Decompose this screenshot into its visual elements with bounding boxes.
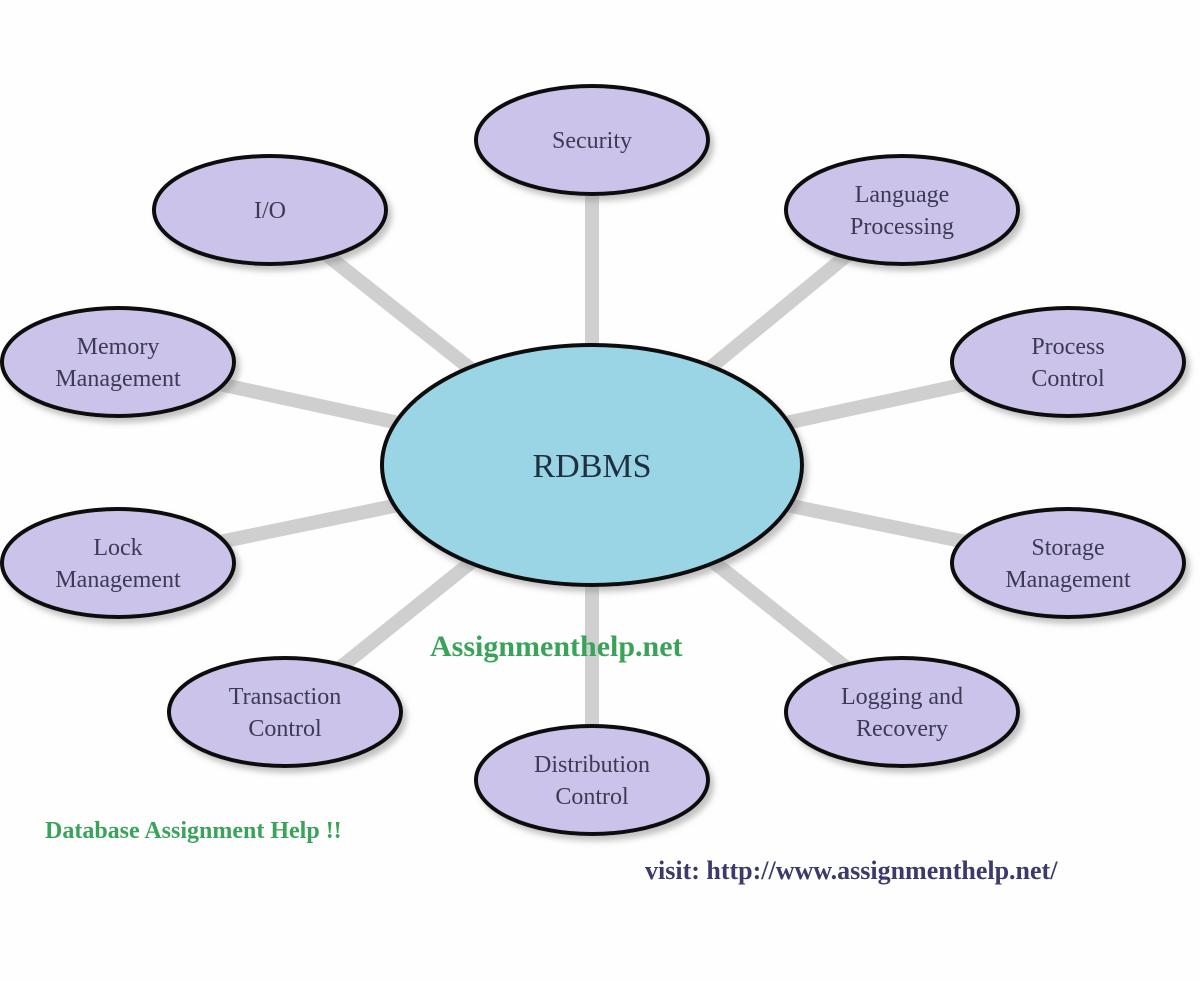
node-ellipse	[167, 656, 403, 768]
node-label: Processing	[850, 214, 954, 240]
node-ellipse	[784, 656, 1020, 768]
node-ellipse	[474, 724, 710, 836]
node-label: Process	[1031, 334, 1104, 360]
node-ellipse	[950, 507, 1186, 619]
node-label: Control	[1031, 366, 1105, 392]
tagline-watermark: Database Assignment Help !!	[45, 818, 342, 844]
node-label: Language	[855, 182, 950, 208]
node-ellipse	[474, 84, 710, 196]
node-ellipse	[152, 154, 388, 266]
node-label: Lock	[93, 535, 142, 561]
center-node: RDBMS	[380, 343, 804, 587]
node-label: Security	[552, 128, 632, 154]
node-label: Management	[55, 567, 181, 593]
node-i-o: I/O	[152, 154, 388, 266]
node-label: I/O	[254, 198, 286, 224]
node-label: Storage	[1031, 535, 1104, 561]
node-label: Recovery	[856, 716, 948, 742]
site-watermark: Assignmenthelp.net	[430, 630, 683, 663]
node-label: Control	[248, 716, 322, 742]
visit-url-watermark: visit: http://www.assignmenthelp.net/	[645, 856, 1058, 885]
node-label: Management	[1005, 567, 1131, 593]
center-ellipse	[380, 343, 804, 587]
node-ellipse	[784, 154, 1020, 266]
node-label: Distribution	[534, 752, 650, 778]
node-ellipse	[950, 306, 1186, 418]
node-label: Control	[555, 784, 629, 810]
node-ellipse	[0, 306, 236, 418]
node-ellipse	[0, 507, 236, 619]
center-label: RDBMS	[532, 448, 651, 485]
node-label: Management	[55, 366, 181, 392]
node-label: Memory	[77, 334, 160, 360]
node-label: Transaction	[229, 684, 341, 710]
node-security: Security	[474, 84, 710, 196]
node-label: Logging and	[841, 684, 963, 710]
